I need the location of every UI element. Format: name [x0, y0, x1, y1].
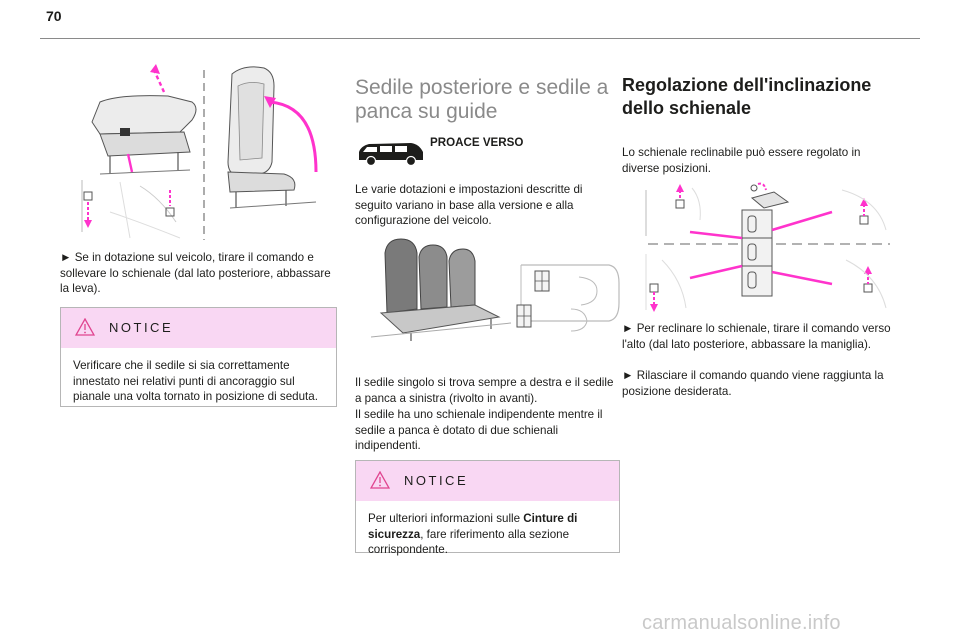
section-title: Sedile posteriore e sedile a panca su gu… — [355, 76, 609, 123]
intro-text: Le varie dotazioni e impostazioni descri… — [355, 183, 583, 228]
notice-text-end: , fare riferimento alla sezione corrispo… — [368, 527, 570, 557]
notice-text-start: Per ulteriori informazioni sulle — [368, 512, 524, 525]
van-icon — [359, 143, 423, 167]
warning-icon — [75, 318, 95, 336]
page-number: 70 — [46, 8, 62, 24]
notice-header: NOTICE — [61, 308, 336, 348]
notice-text: Verificare che il sedile si sia corretta… — [73, 359, 318, 404]
notice-header: NOTICE — [356, 461, 619, 501]
backrest-text: Il sedile ha uno schienale indipendente … — [355, 408, 603, 453]
watermark: carmanualsonline.info — [642, 612, 841, 634]
seat-position-text: Il sedile singolo si trova sempre a dest… — [355, 376, 614, 405]
notice-title: NOTICE — [404, 473, 469, 488]
instruction-text: ► Se in dotazione sul veicolo, tirare il… — [60, 251, 331, 296]
model-label: PROACE VERSO — [430, 136, 524, 149]
recline-step: ► Per reclinare lo schienale, tirare il … — [622, 322, 891, 351]
bench-seat-illustration — [371, 238, 620, 341]
section-title: Regolazione dell'inclinazione dello schi… — [622, 75, 872, 118]
header-divider — [40, 38, 920, 39]
notice-text: Per ulteriori informazioni sulle Cinture… — [356, 501, 619, 570]
recline-illustration — [645, 182, 890, 312]
notice-box: NOTICE Verificare che il sedile si sia c… — [60, 307, 337, 407]
seatbelts-link-text: Cinture di sicurezza — [368, 512, 578, 541]
warning-icon — [370, 471, 390, 489]
notice-box-seatbelts: NOTICE Per ulteriori informazioni sulle … — [355, 460, 620, 556]
seat-fold-illustration — [81, 64, 318, 240]
intro-text: Lo schienale reclinabile può essere rego… — [622, 146, 861, 175]
notice-title: NOTICE — [109, 320, 174, 335]
release-step: ► Rilasciare il comando quando viene rag… — [622, 369, 884, 398]
